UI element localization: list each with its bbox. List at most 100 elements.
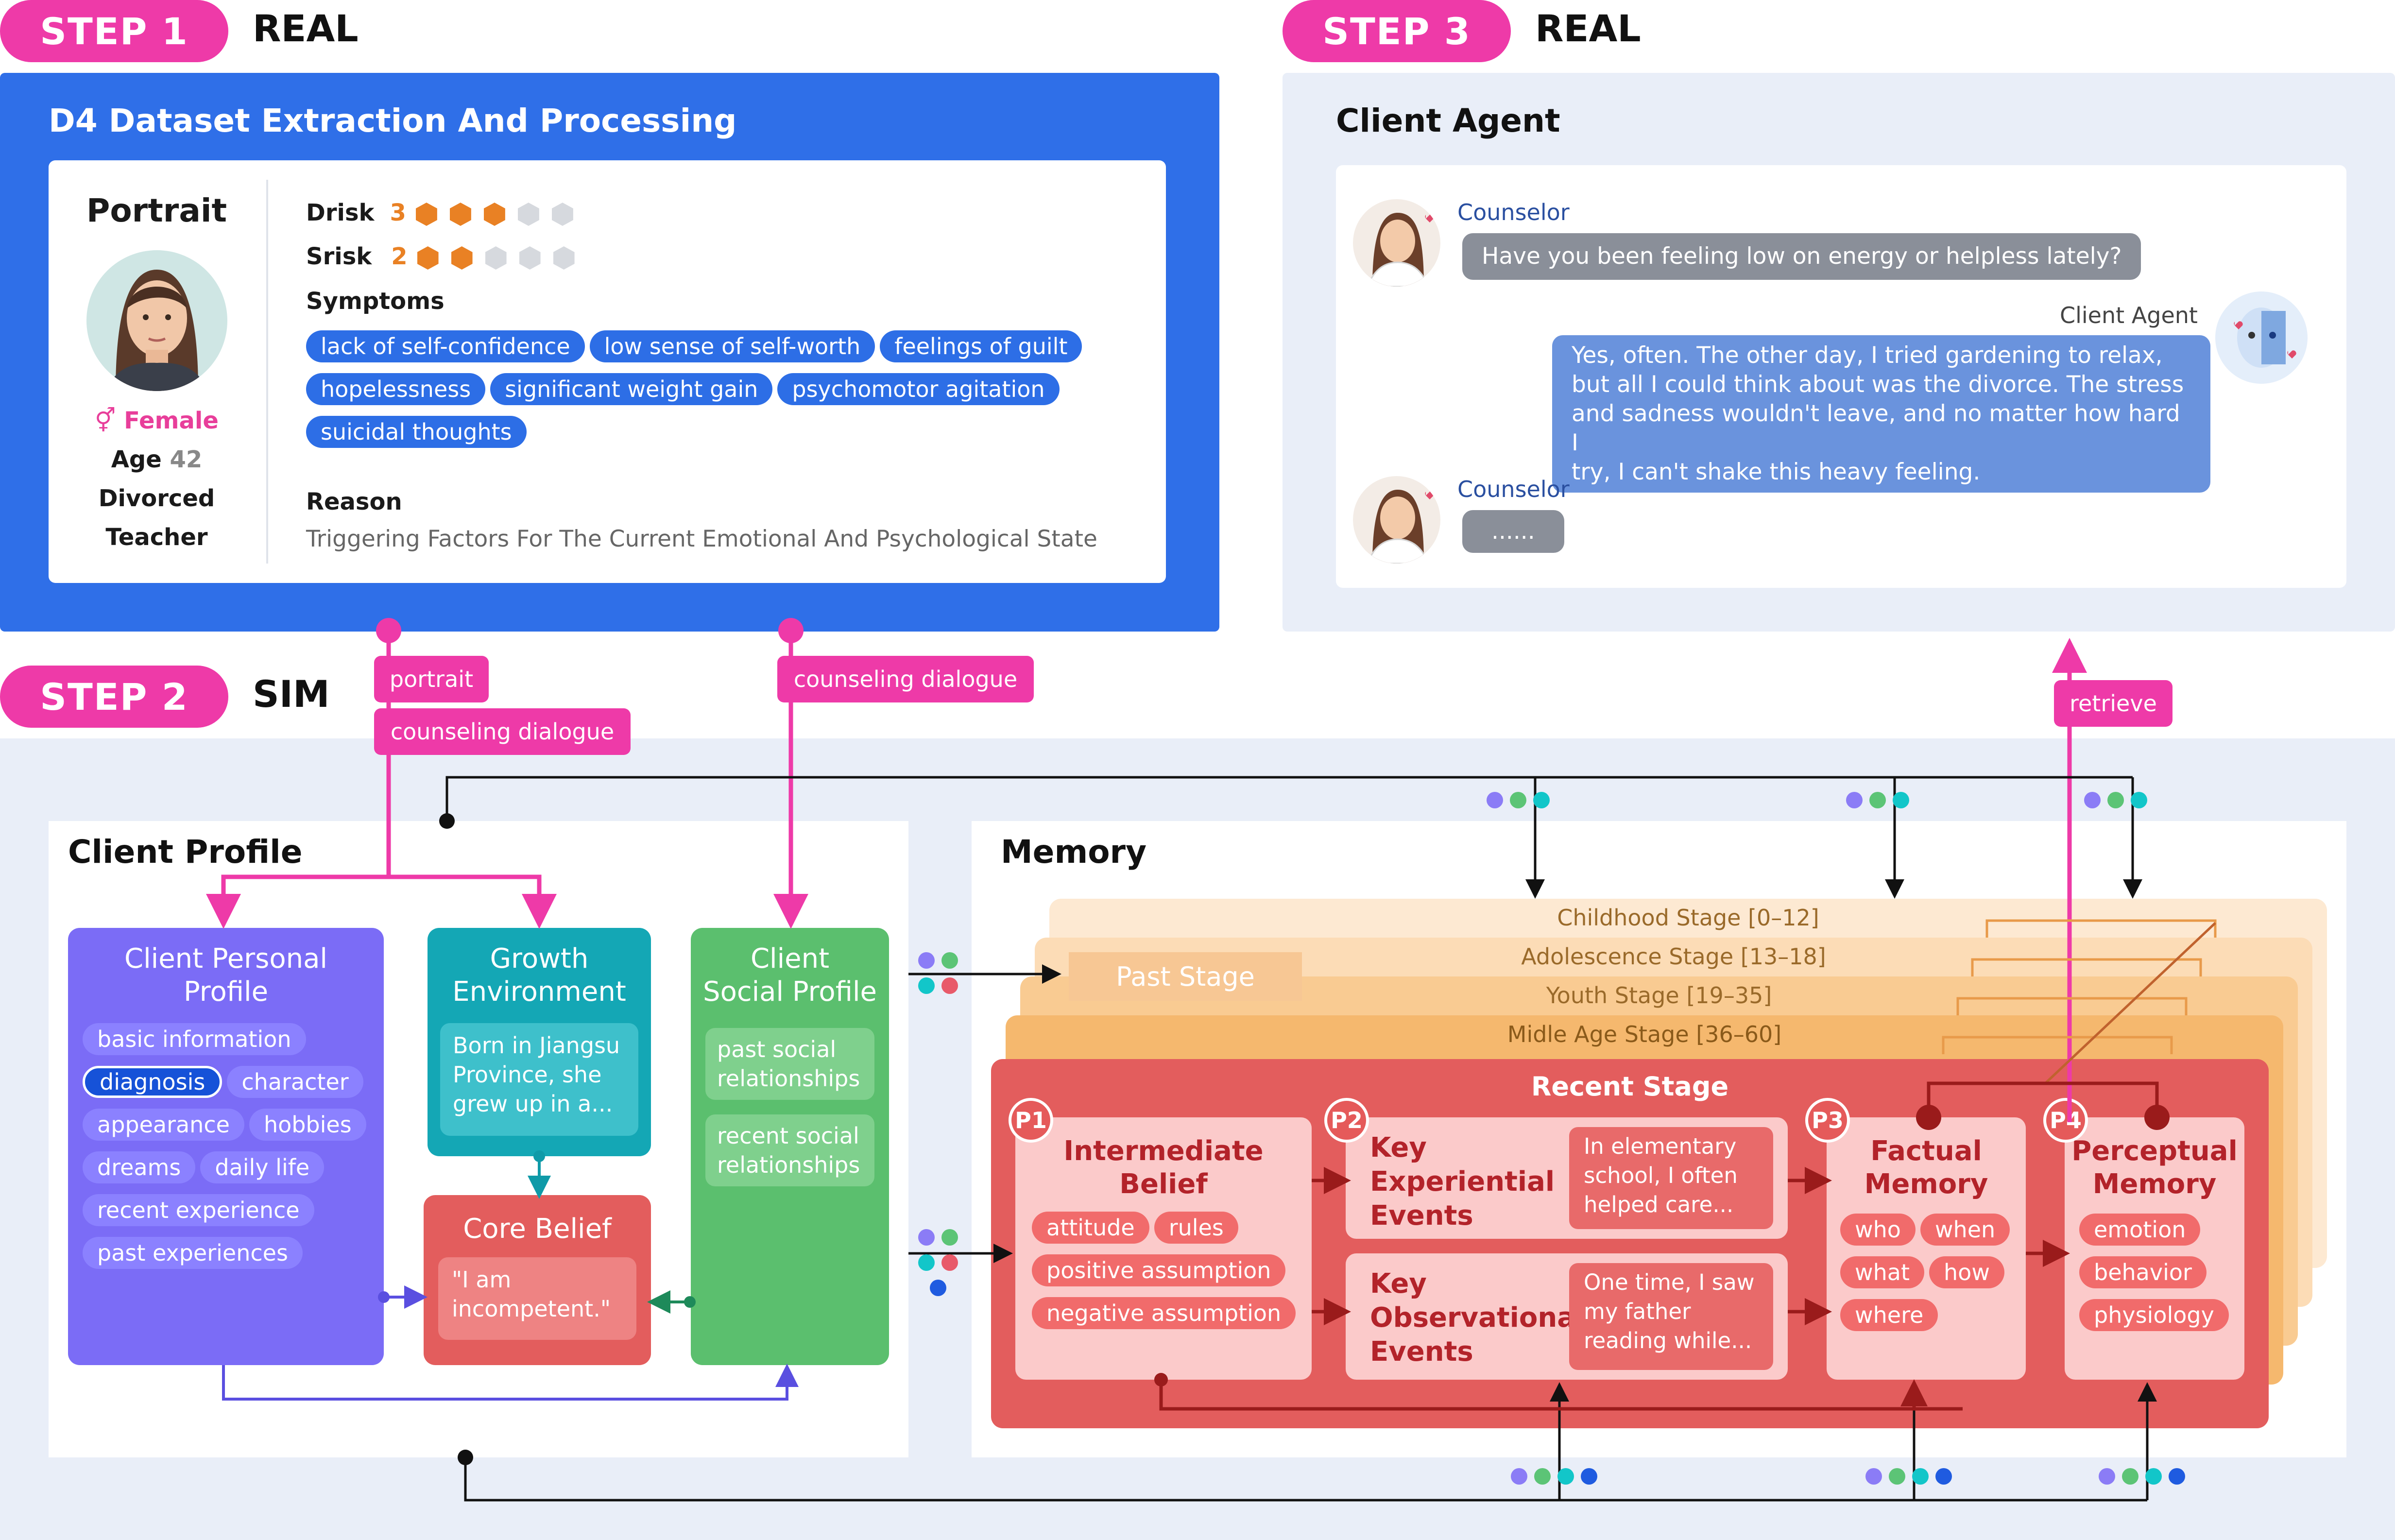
agent-avatar [2215,291,2308,384]
robot-icon [2234,308,2296,368]
profile-chip: basic information [83,1023,306,1055]
p3-chip: who [1840,1214,1916,1246]
recent-stage-label: Recent Stage [1531,1071,1729,1102]
tag-counseling-dialogue-1: counseling dialogue [374,708,631,755]
dot-teal [918,977,935,994]
dot-teal [2131,792,2147,808]
profile-chip: hobbies [249,1109,366,1141]
symptoms-label: Symptoms [306,288,445,315]
profile-node [378,1291,390,1303]
dot-cluster [1487,792,1557,810]
p2-obs-text: One time, I saw my father reading while.… [1569,1263,1773,1370]
p3-badge: P3 [1805,1098,1850,1143]
memory-node [1154,1373,1168,1386]
p2-experiential-box: Key Experiential Events In elementary sc… [1346,1117,1788,1239]
occupation: Teacher [105,524,208,551]
dot-green [941,1229,958,1246]
social-item: recent social relationships [705,1114,874,1186]
dot-cluster [1846,792,1916,810]
dot-purple [1846,792,1863,808]
p3-chip: what [1840,1256,1925,1288]
flow-origin-dot [376,618,401,643]
counselor-avatar-2 [1353,476,1440,564]
p3-title-line: Memory [1864,1168,1988,1200]
dot-green [1869,792,1886,808]
growth-title-line: Growth [490,943,589,975]
tag-counseling-dialogue-2: counseling dialogue [777,656,1034,702]
agent-message-line: try, I can't shake this heavy feeling. [1572,459,1981,485]
dot-purple [1487,792,1503,808]
marital-status: Divorced [98,485,215,512]
memory-title: Memory [1001,833,1147,871]
p4-box: Perceptual Memory emotion behavior physi… [2065,1117,2244,1380]
p3-chip: where [1840,1299,1938,1331]
client-personal-profile: Client Personal Profile basic informatio… [68,928,384,1365]
symptom-chip: psychomotor agitation [777,373,1060,405]
personal-title-line: Profile [183,976,269,1008]
dot-teal [918,1254,935,1271]
client-profile-title: Client Profile [68,833,303,871]
gender-icon: ⚥ [95,407,124,434]
profile-chip: dreams [83,1151,196,1183]
p2-badge: P2 [1324,1098,1369,1143]
dot-cluster [2084,792,2154,810]
age-row: Age 42 [49,446,265,473]
agent-message-line: but all I could think about was the divo… [1572,371,2184,398]
agent-message-line: Yes, often. The other day, I tried garde… [1572,342,2163,369]
memory-internal-arrows [1159,1081,2159,1411]
tag-portrait: portrait [374,656,489,702]
dot-green [1510,792,1526,808]
stage-label-middle-age: Midle Age Stage [36–60] [1507,1021,1782,1047]
dot-blue [1935,1468,1952,1485]
p1-chip: positive assumption [1032,1254,1286,1286]
reason-text: Triggering Factors For The Current Emoti… [306,526,1097,552]
counselor-name-1: Counselor [1457,199,1570,225]
step1-pill: STEP 1 [0,0,228,62]
dot-green [941,952,958,969]
dot-teal [1533,792,1550,808]
age-label: Age [111,446,162,473]
profile-internal-arrows [222,1156,799,1401]
symptom-chip: feelings of guilt [880,330,1082,362]
p1-title-line: Belief [1119,1168,1208,1200]
past-stage-label: Past Stage [1069,952,1302,1001]
p2-exp-title-line: Key [1370,1132,1427,1164]
p1-badge: P1 [1009,1098,1053,1143]
profile-chip: past experiences [83,1237,303,1269]
p2-exp-title-line: Events [1370,1200,1473,1232]
dot-teal [1893,792,1909,808]
growth-environment: Growth Environment Born in Jiangsu Provi… [428,928,651,1156]
gender-row: ⚥ Female [49,407,265,434]
profile-chip-diagnosis: diagnosis [83,1066,222,1098]
symptom-chip: lack of self-confidence [306,330,585,362]
p1-chip: rules [1154,1212,1238,1244]
dot-teal [1557,1468,1574,1485]
dot-green [2107,792,2124,808]
p4-chip: physiology [2079,1299,2229,1331]
dot-cluster [2099,1468,2192,1487]
srisk-row: Srisk 2 [306,243,587,270]
p4-badge: P4 [2043,1098,2088,1143]
p3-chip: when [1920,1214,2010,1246]
p4-title-line: Memory [2092,1168,2217,1200]
symptom-chip: hopelessness [306,373,486,405]
bus-dot [439,813,455,829]
flow-origin-dot [778,618,804,643]
portrait-card [49,160,1166,583]
reason-label: Reason [306,488,402,515]
profile-chip: appearance [83,1109,244,1141]
profile-chip: recent experience [83,1194,314,1226]
risk-hex-empty-icon [519,246,541,270]
p2-obs-title-line: Key [1370,1268,1427,1300]
dot-green [1889,1468,1905,1485]
p2-observational-box: Key Observational Events One time, I saw… [1346,1253,1788,1380]
counselor-icon [1367,490,1434,564]
dot-cluster [1511,1468,1604,1487]
gender-value: Female [124,407,219,434]
counselor-message-2: ...... [1462,510,1564,553]
step3-panel-title: Client Agent [1336,102,1560,139]
step1-panel-title: D4 Dataset Extraction And Processing [49,102,737,139]
dot-cluster [1865,1468,1959,1487]
